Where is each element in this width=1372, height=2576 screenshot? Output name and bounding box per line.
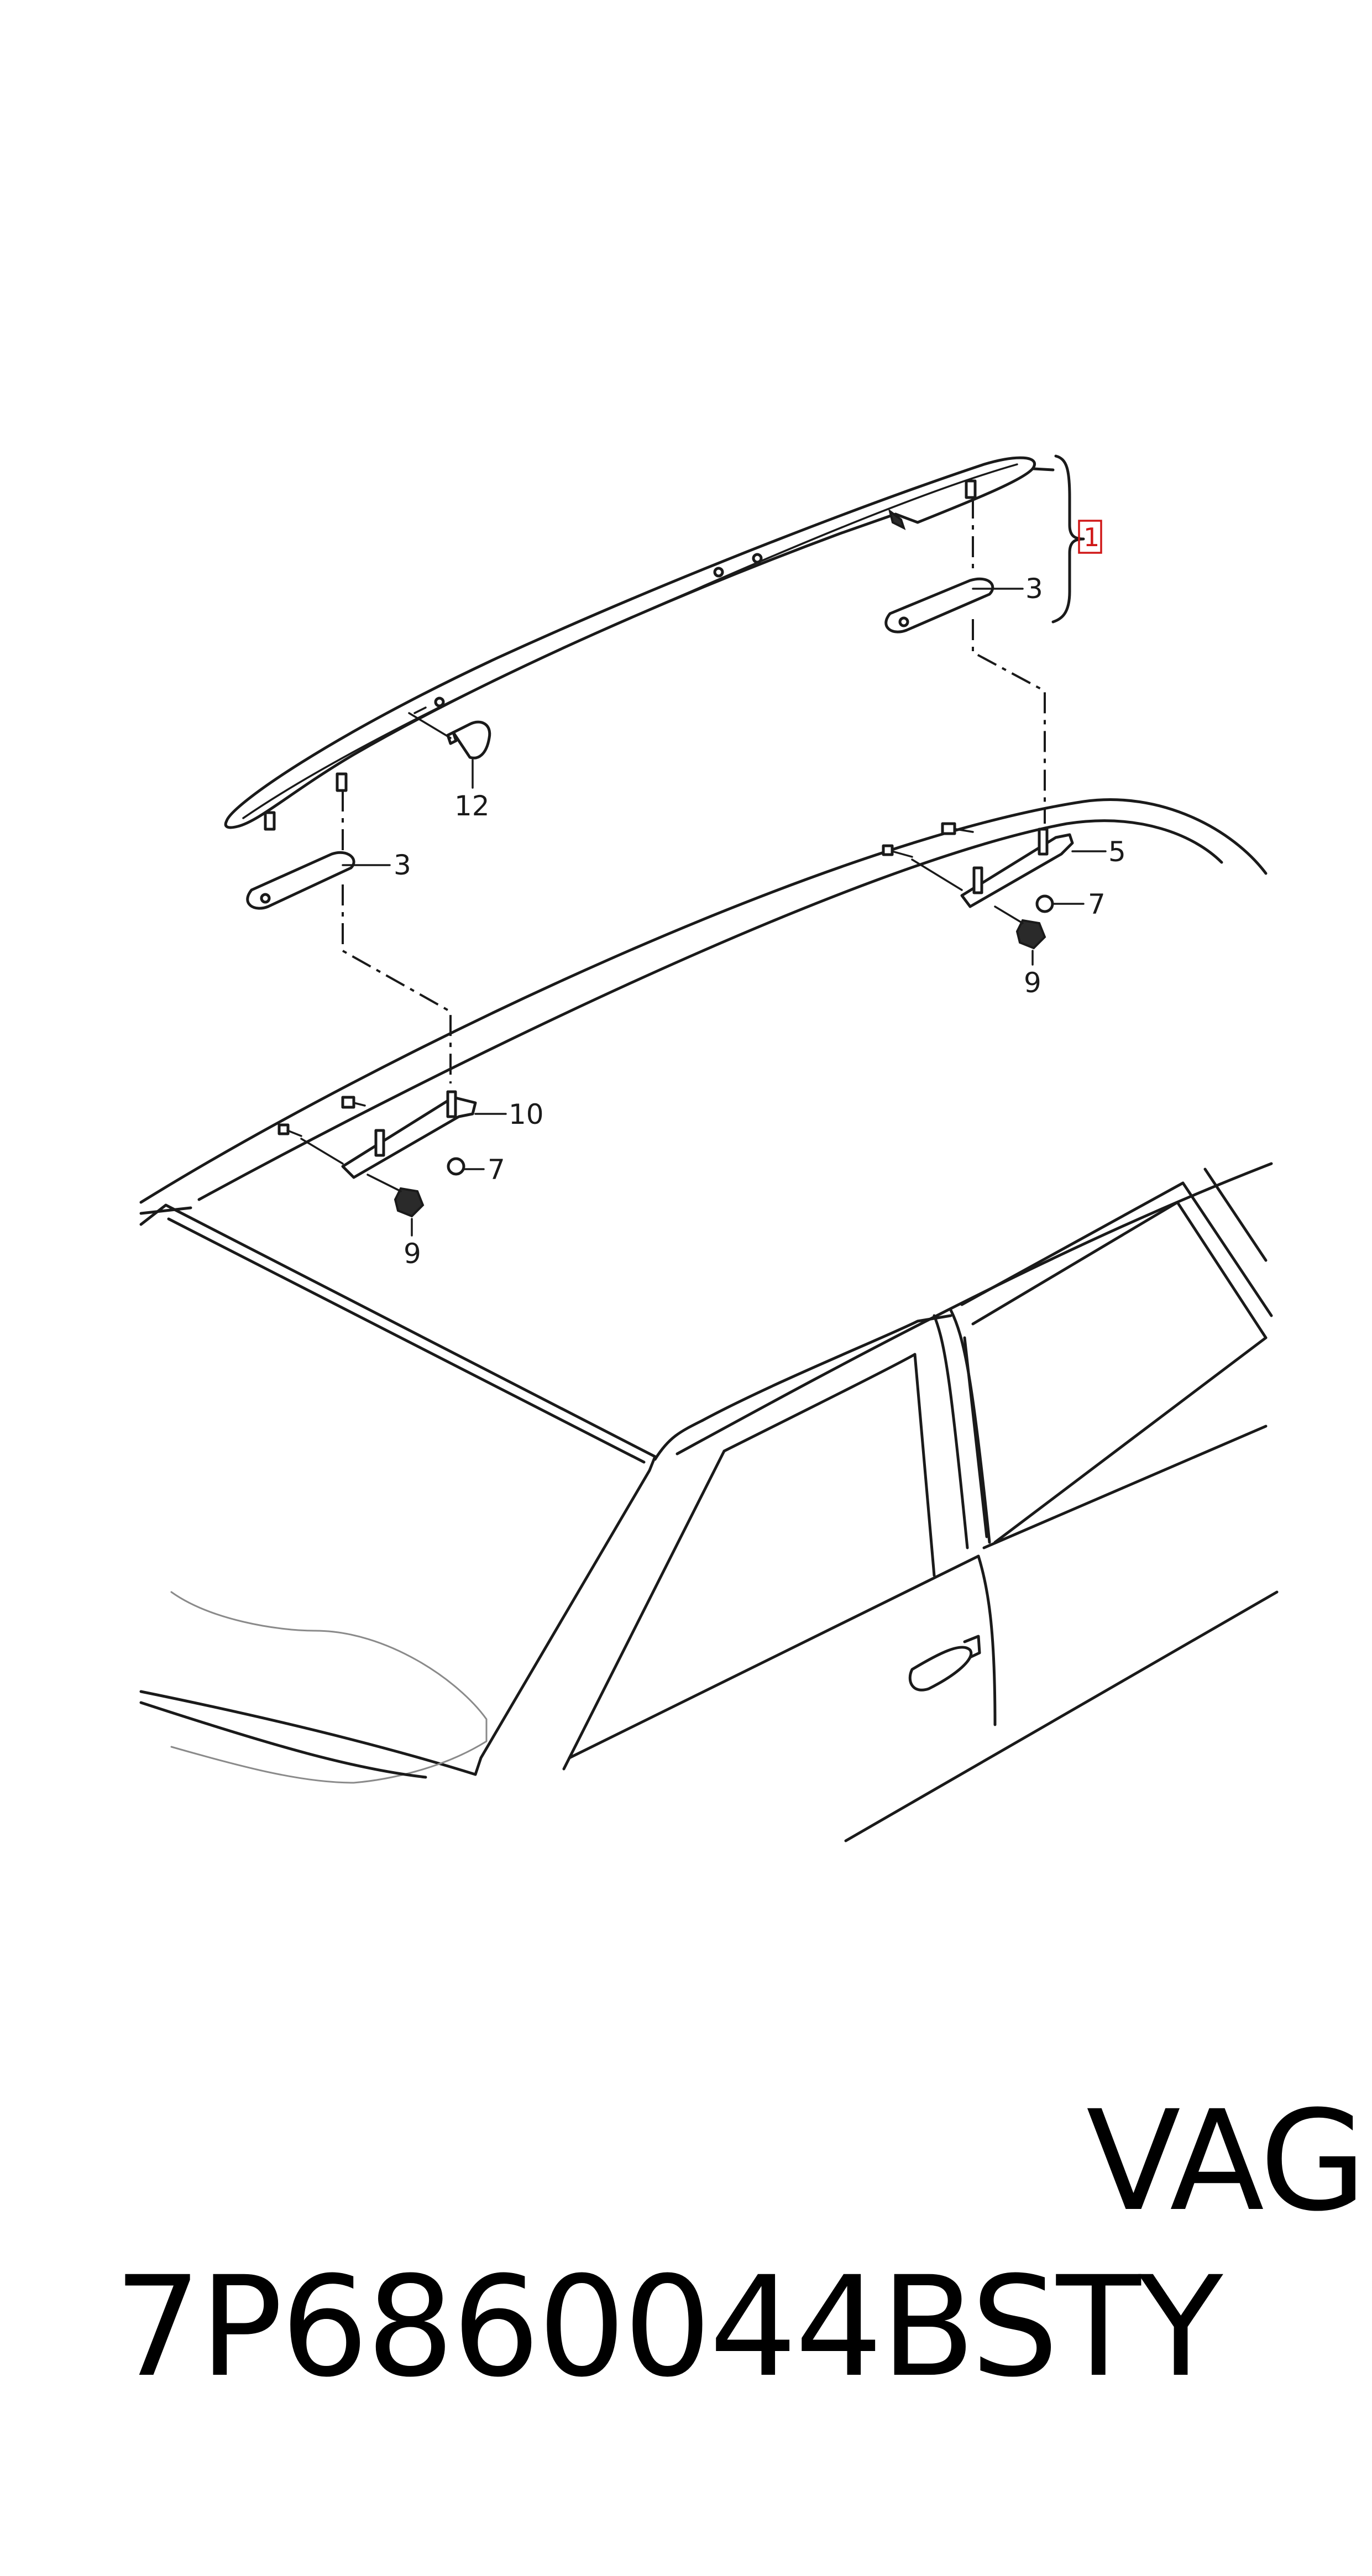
door-gap (977, 1554, 997, 1726)
callout-3-right: 3 (1025, 573, 1043, 605)
rail-slot (413, 706, 427, 714)
callout-10: 10 (509, 1098, 544, 1130)
clip-guide (408, 712, 452, 739)
roof-rail-end (1032, 467, 1055, 472)
guide-front (300, 1138, 344, 1165)
clip-stem (446, 731, 458, 745)
roof-inner-line (197, 819, 1223, 1201)
guide-nut-9-rear (994, 905, 1024, 924)
roof-corner-left (139, 1206, 192, 1215)
roof-stud-front-2-thread (286, 1129, 302, 1137)
pad-left (246, 851, 355, 910)
callout-1-box (1078, 520, 1102, 554)
hood-contour (170, 1591, 488, 1784)
pad-left-hole (260, 893, 271, 904)
pad-right-hole (898, 616, 909, 627)
callout-12: 12 (454, 790, 490, 822)
clip-head (452, 720, 491, 760)
group-bracket (1051, 454, 1085, 624)
roof-stud-front-1 (341, 1096, 355, 1109)
c-pillar-line (1203, 1167, 1268, 1262)
roof-stud-front-1-thread (353, 1102, 366, 1107)
rail-hole-3 (434, 697, 445, 708)
rail-foot-rear (888, 509, 906, 530)
car-body-outline (139, 798, 1279, 1842)
part-number: 7P6860044BSTY (113, 2247, 1223, 2407)
roof-rail (224, 456, 1055, 831)
hood-edge (139, 1690, 477, 1776)
rear-door-belt (982, 1425, 1268, 1549)
rail-stud-end (264, 811, 276, 831)
callout-9-left: 9 (404, 1238, 421, 1270)
b-pillar-left (933, 1314, 969, 1549)
assembly-line-front (342, 790, 452, 1083)
bracket-rear (882, 822, 1107, 966)
sill-line (844, 1590, 1279, 1842)
guide-rear (911, 858, 963, 891)
bracket-rear-stud-1 (972, 866, 983, 894)
nut-7-front (447, 1157, 465, 1176)
rail-hole-2 (713, 567, 724, 578)
rear-window-frame (960, 1181, 1273, 1317)
rail-hole-1 (752, 553, 763, 564)
callout-1: 1 (1083, 522, 1099, 552)
callout-3-left: 3 (394, 849, 411, 881)
roof-stud-rear-1 (941, 822, 956, 835)
hood-lower-edge (139, 1701, 427, 1779)
bracket-front-stud-2 (446, 1090, 457, 1118)
rail-stud-rear (965, 479, 977, 499)
b-pillar-mid (963, 1336, 988, 1538)
a-pillar-top (653, 1419, 704, 1461)
roof-front-edge (139, 798, 1268, 1204)
callout-5: 5 (1108, 836, 1126, 868)
door-handle (908, 1646, 973, 1692)
b-pillar-front-edge (913, 1353, 936, 1577)
front-door-belt (568, 1554, 980, 1760)
parts-diagram: 1 3 3 5 7 9 10 7 9 12 (139, 454, 1279, 1842)
roof-rail-highlight (242, 463, 1018, 819)
clip-12 (408, 712, 491, 789)
windshield-inner-top (167, 1217, 646, 1464)
a-pillar-lower (562, 1449, 726, 1771)
nut-7-rear (1035, 894, 1054, 913)
roof-rail-body (224, 456, 1036, 829)
door-handle-lock (963, 1635, 981, 1659)
windshield-frame (139, 1203, 657, 1776)
callout-9-right: 9 (1024, 967, 1041, 999)
roof-stud-rear-1-thread (955, 828, 974, 833)
callout-7-left: 7 (488, 1154, 505, 1186)
window-frame-front (722, 1353, 917, 1453)
roof-stud-rear-2-thread (891, 850, 913, 858)
nut-9-rear (1015, 919, 1046, 950)
rail-stud-front (336, 772, 348, 792)
nut-9-front (394, 1187, 425, 1218)
roof-stud-rear-2 (882, 844, 894, 856)
callout-7-right: 7 (1088, 888, 1106, 920)
brand-name: VAG (1086, 2081, 1366, 2242)
assembly-line-rear (972, 498, 1046, 824)
caption: 7P6860044BSTY VAG (30, 2078, 1366, 2407)
bracket-rear-stud-2 (1038, 828, 1049, 856)
guide-nut-9-front (366, 1174, 402, 1192)
bracket-front-stud-1 (374, 1129, 385, 1157)
pad-right (884, 577, 994, 633)
rear-window-inner (971, 1201, 1268, 1544)
window-top-front (700, 1314, 952, 1422)
roof-stud-front-2 (277, 1123, 290, 1135)
bracket-front (277, 1090, 507, 1237)
